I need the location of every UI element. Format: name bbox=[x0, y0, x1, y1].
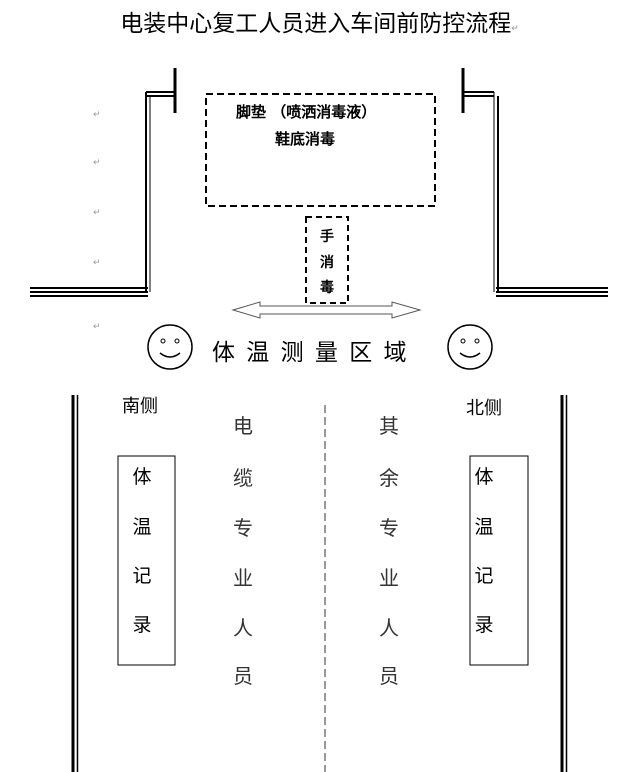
right-entrance-wall bbox=[461, 68, 608, 297]
south-side-label: 南侧 bbox=[122, 396, 158, 417]
paragraph-mark: ↵ bbox=[93, 158, 101, 168]
record-char: 温 bbox=[474, 516, 494, 538]
hand-char: 手 bbox=[320, 229, 334, 245]
lane-char: 人 bbox=[379, 616, 399, 640]
lane-char: 员 bbox=[379, 664, 399, 688]
record-char: 记 bbox=[474, 565, 494, 587]
record-char: 体 bbox=[474, 466, 494, 488]
lane-char: 专 bbox=[233, 516, 253, 540]
lane-char: 其 bbox=[379, 414, 399, 438]
record-char: 体 bbox=[132, 466, 152, 488]
lane-char: 业 bbox=[233, 566, 253, 590]
foot-mat-line2: 鞋底消毒 bbox=[275, 130, 336, 148]
hand-char: 毒 bbox=[320, 280, 334, 296]
north-wall bbox=[560, 395, 568, 772]
page-title: 电装中心复工人员进入车间前防控流程↵ bbox=[0, 4, 639, 38]
hand-char: 消 bbox=[320, 255, 334, 271]
paragraph-mark: ↵ bbox=[93, 322, 101, 332]
record-char: 录 bbox=[474, 614, 494, 636]
record-char: 温 bbox=[132, 516, 152, 538]
foot-mat-box bbox=[205, 93, 436, 207]
paragraph-mark: ↵ bbox=[93, 110, 101, 120]
cable-staff-lane: 电 缆 专 业 人 员 bbox=[228, 410, 258, 710]
north-record-box bbox=[469, 455, 529, 666]
lane-char: 缆 bbox=[233, 466, 253, 490]
title-text: 电装中心复工人员进入车间前防控流程 bbox=[120, 11, 512, 37]
record-char: 录 bbox=[132, 614, 152, 636]
hand-disinfection-label: 手 消 毒 bbox=[312, 226, 342, 306]
smiley-icon-left bbox=[147, 324, 193, 370]
north-record-text: 体 温 记 录 bbox=[469, 462, 499, 662]
lane-char: 员 bbox=[233, 664, 253, 688]
smiley-icon-right bbox=[447, 324, 493, 370]
temperature-zone-label: 体 温 测 量 区 域 bbox=[212, 340, 409, 366]
lane-char: 余 bbox=[379, 466, 399, 490]
record-char: 记 bbox=[132, 565, 152, 587]
foot-mat-label: 脚垫 （喷洒消毒液） bbox=[236, 101, 376, 122]
paragraph-mark: ↵ bbox=[93, 258, 101, 268]
double-arrow bbox=[231, 301, 422, 319]
lane-char: 电 bbox=[233, 414, 253, 438]
paragraph-mark: ↵ bbox=[511, 24, 519, 34]
lane-char: 人 bbox=[233, 616, 253, 640]
other-staff-lane: 其 余 专 业 人 员 bbox=[374, 410, 404, 710]
foot-mat-line1: 脚垫 （喷洒消毒液） bbox=[236, 103, 377, 121]
lane-char: 业 bbox=[379, 566, 399, 590]
south-wall bbox=[71, 395, 79, 772]
shoe-sole-label: 鞋底消毒 bbox=[275, 128, 335, 149]
lane-char: 专 bbox=[379, 516, 399, 540]
south-record-box bbox=[117, 455, 176, 666]
south-record-text: 体 温 记 录 bbox=[127, 462, 157, 662]
left-entrance-wall bbox=[30, 68, 177, 297]
north-side-label: 北侧 bbox=[466, 398, 502, 419]
paragraph-mark: ↵ bbox=[93, 208, 101, 218]
hand-disinfection-box bbox=[305, 216, 349, 304]
